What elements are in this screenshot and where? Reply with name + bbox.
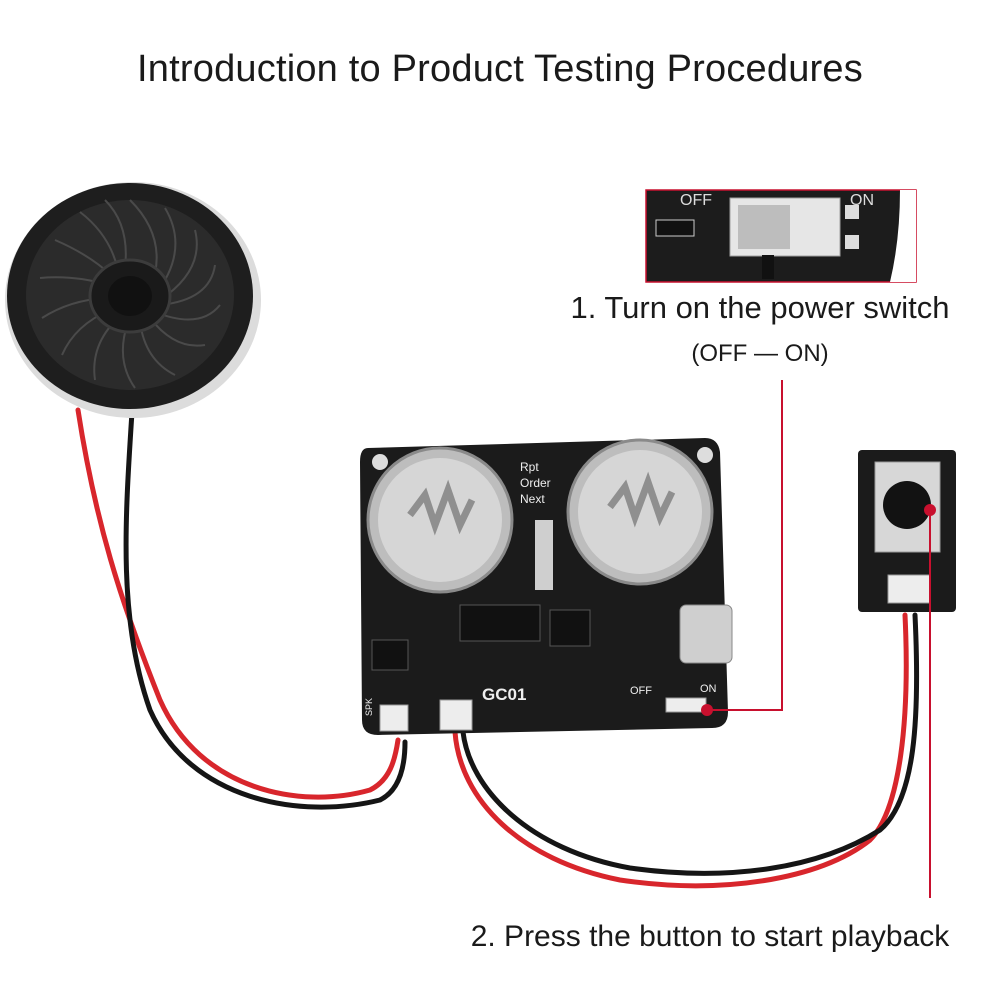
step-2-text: 2. Press the button to start playback <box>470 920 950 953</box>
step-1-text: 1. Turn on the power switch <box>570 290 950 325</box>
board-model-label: GC01 <box>482 685 526 704</box>
speaker-wires <box>75 407 408 810</box>
board-off-label: OFF <box>630 685 652 697</box>
mode-label-rpt: Rpt <box>520 460 539 474</box>
speaker <box>5 182 261 418</box>
mode-label-next: Next <box>520 492 545 506</box>
power-switch-inset: OFF ON <box>645 189 917 283</box>
callout-dot-button <box>924 504 936 516</box>
board-on-label: ON <box>700 683 717 695</box>
pcb-board: Rpt Order Next GC01 OFF ON SPK <box>360 438 733 735</box>
callout-dot-switch <box>701 704 713 716</box>
board-spk-label: SPK <box>364 698 374 716</box>
inset-off-label: OFF <box>680 192 712 209</box>
callout-lines <box>708 380 931 898</box>
step-1-subtext: (OFF — ON) <box>691 340 829 367</box>
push-button-module <box>858 450 956 612</box>
mode-label-order: Order <box>520 476 551 490</box>
inset-on-label: ON <box>850 192 874 209</box>
page-title: Introduction to Product Testing Procedur… <box>137 48 863 90</box>
button-wires <box>452 612 920 889</box>
